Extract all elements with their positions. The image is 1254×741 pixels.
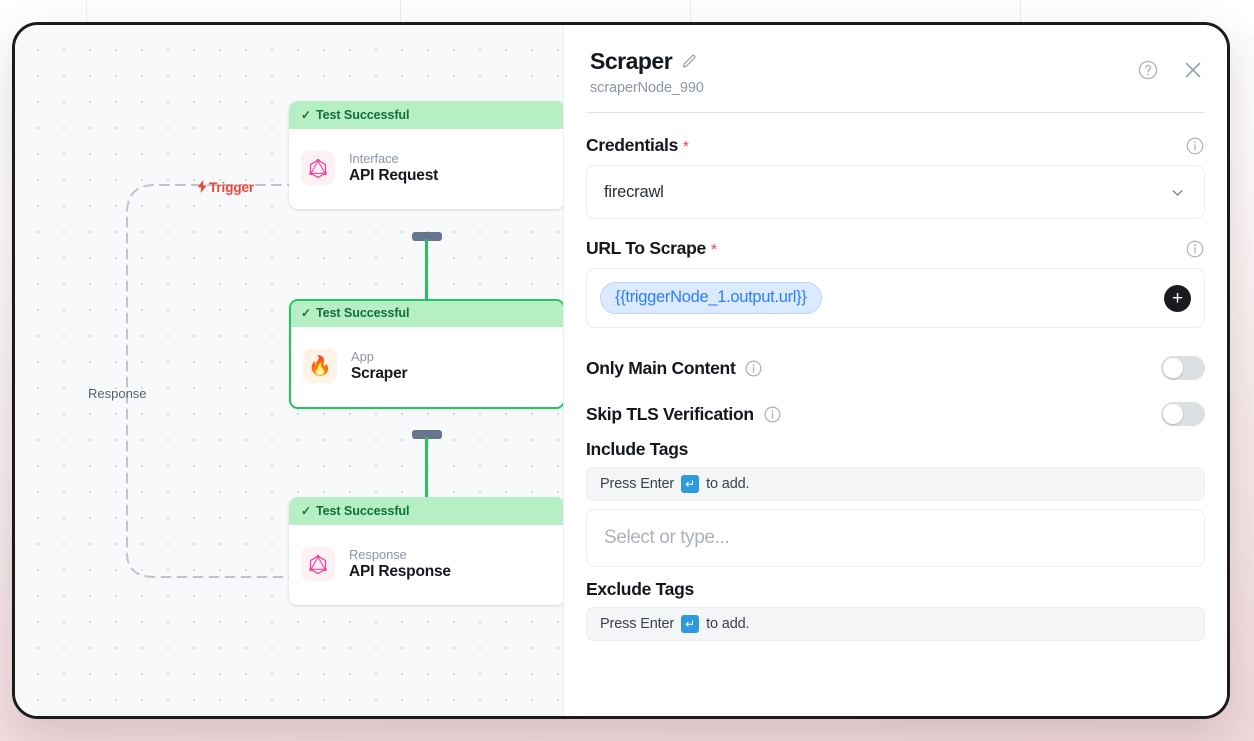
flow-node-api-request[interactable]: ✓ Test Successful Interface API Request bbox=[289, 101, 563, 209]
hint-post-text: to add. bbox=[706, 616, 750, 632]
pencil-icon[interactable] bbox=[681, 53, 698, 70]
info-icon[interactable] bbox=[1185, 136, 1205, 156]
required-marker: * bbox=[710, 241, 717, 258]
node-id-label: scraperNode_990 bbox=[590, 80, 704, 96]
url-to-scrape-label: URL To Scrape bbox=[586, 238, 706, 258]
workflow-canvas[interactable]: Trigger Response ✓ Test Successful bbox=[15, 25, 563, 716]
credentials-value: firecrawl bbox=[604, 182, 664, 201]
field-url-to-scrape: URL To Scrape * {{triggerNode_1.output.u… bbox=[586, 238, 1205, 328]
node-kind-label: App bbox=[351, 349, 374, 364]
node-title-label: API Request bbox=[349, 167, 439, 184]
required-marker: * bbox=[683, 138, 689, 155]
page-title: Scraper bbox=[590, 48, 673, 74]
skip-tls-verification-toggle[interactable] bbox=[1161, 402, 1205, 426]
firecrawl-flame-icon: 🔥 bbox=[303, 349, 337, 383]
check-icon: ✓ bbox=[301, 504, 311, 518]
node-title-label: API Response bbox=[349, 563, 451, 580]
include-tags-placeholder: Select or type... bbox=[604, 527, 730, 548]
node-status-badge: ✓ Test Successful bbox=[289, 101, 563, 129]
enter-key-icon: ↵ bbox=[681, 615, 700, 633]
include-tags-input[interactable]: Select or type... bbox=[586, 509, 1205, 567]
app-window: Trigger Response ✓ Test Successful bbox=[12, 22, 1230, 719]
chevron-down-icon bbox=[1168, 183, 1187, 202]
close-icon[interactable] bbox=[1181, 58, 1205, 82]
field-include-tags: Include Tags Press Enter ↵ to add. Selec… bbox=[586, 439, 1205, 567]
edge-node2-node3 bbox=[425, 437, 428, 513]
include-tags-hint: Press Enter ↵ to add. bbox=[586, 467, 1205, 501]
flow-node-scraper[interactable]: ✓ Test Successful 🔥 App Scraper bbox=[289, 299, 563, 409]
hint-pre-text: Press Enter bbox=[600, 476, 675, 492]
node-status-text: Test Successful bbox=[315, 306, 410, 320]
exclude-tags-label: Exclude Tags bbox=[586, 579, 694, 599]
skip-tls-verification-label: Skip TLS Verification bbox=[586, 403, 754, 424]
include-tags-label: Include Tags bbox=[586, 439, 689, 459]
add-variable-button[interactable]: + bbox=[1164, 284, 1191, 312]
node-kind-label: Interface bbox=[349, 151, 399, 166]
check-icon: ✓ bbox=[301, 306, 311, 320]
hint-pre-text: Press Enter bbox=[600, 616, 675, 632]
node-config-panel: Scraper scraperNode_990 bbox=[563, 25, 1227, 716]
panel-body: Credentials * firecrawl bbox=[564, 113, 1227, 716]
question-circle-icon[interactable] bbox=[1137, 59, 1159, 81]
field-credentials: Credentials * firecrawl bbox=[586, 135, 1205, 219]
node-title-label: Scraper bbox=[351, 365, 408, 382]
url-to-scrape-input[interactable]: {{triggerNode_1.output.url}} + bbox=[586, 268, 1205, 328]
node-body: Response API Response bbox=[289, 525, 563, 605]
graphql-icon bbox=[301, 151, 335, 185]
field-exclude-tags: Exclude Tags Press Enter ↵ to add. bbox=[586, 579, 1205, 641]
node-status-badge: ✓ Test Successful bbox=[291, 301, 563, 327]
field-only-main-content: Only Main Content bbox=[586, 347, 1205, 389]
only-main-content-label: Only Main Content bbox=[586, 357, 736, 378]
flow-node-api-response[interactable]: ✓ Test Successful Response API Response bbox=[289, 497, 563, 605]
field-skip-tls-verification: Skip TLS Verification bbox=[586, 393, 1205, 435]
check-icon: ✓ bbox=[301, 108, 311, 122]
node-status-badge: ✓ Test Successful bbox=[289, 497, 563, 525]
graphql-icon bbox=[301, 547, 335, 581]
node-status-text: Test Successful bbox=[315, 504, 410, 518]
variable-chip[interactable]: {{triggerNode_1.output.url}} bbox=[600, 282, 822, 314]
trigger-label-text: Trigger bbox=[209, 180, 255, 195]
edge-node1-node2 bbox=[425, 239, 428, 317]
panel-divider bbox=[586, 112, 1205, 113]
node-kind-label: Response bbox=[349, 547, 407, 562]
lightning-bolt-icon bbox=[197, 180, 208, 195]
node-port-out-1[interactable] bbox=[412, 232, 442, 241]
panel-header: Scraper scraperNode_990 bbox=[564, 25, 1227, 112]
node-status-text: Test Successful bbox=[315, 108, 410, 122]
node-port-out-2[interactable] bbox=[412, 430, 442, 439]
trigger-edge-label: Trigger bbox=[197, 180, 254, 195]
credentials-select[interactable]: firecrawl bbox=[586, 165, 1205, 219]
loopback-edge bbox=[126, 184, 298, 578]
node-body: Interface API Request bbox=[289, 129, 563, 209]
only-main-content-toggle[interactable] bbox=[1161, 356, 1205, 380]
response-edge-label: Response bbox=[88, 386, 147, 401]
exclude-tags-hint: Press Enter ↵ to add. bbox=[586, 607, 1205, 641]
info-icon[interactable] bbox=[763, 405, 782, 424]
node-body: 🔥 App Scraper bbox=[291, 327, 563, 407]
info-icon[interactable] bbox=[1185, 239, 1205, 259]
enter-key-icon: ↵ bbox=[681, 475, 700, 493]
hint-post-text: to add. bbox=[706, 476, 750, 492]
info-icon[interactable] bbox=[744, 359, 763, 378]
credentials-label: Credentials bbox=[586, 135, 679, 155]
